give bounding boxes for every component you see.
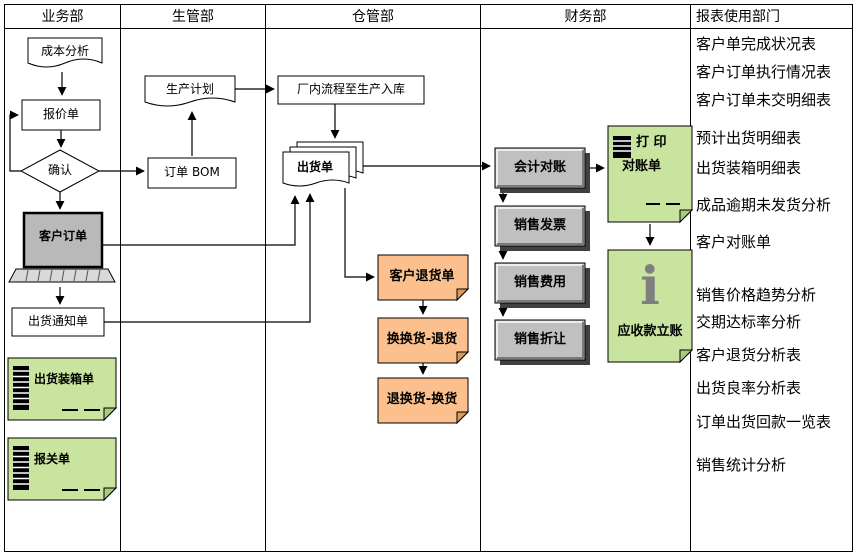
report-item: 客户对账单 [696, 232, 772, 251]
node-print-label-line2: 对账单 [622, 158, 662, 174]
lane-header-business: 业务部 [41, 9, 84, 25]
laptop-keyboard [8, 268, 116, 283]
node-account-recon-box [494, 147, 590, 193]
node-print-label-line1: 打 印 [636, 134, 667, 150]
node-return-exchange-label: 退换货-换货 [386, 392, 458, 408]
report-item: 客户订单未交明细表 [696, 90, 832, 109]
node-customs-note [7, 437, 118, 502]
node-receivable-note [607, 249, 694, 364]
report-item: 出货良率分析表 [696, 378, 802, 397]
node-customer-order-label: 客户订单 [38, 229, 87, 244]
node-confirm-diamond [19, 149, 101, 193]
node-production-plan-shape [144, 75, 236, 107]
node-sales-invoice-label: 销售发票 [513, 217, 566, 233]
node-confirm-label: 确认 [47, 163, 72, 178]
node-packing-list-note [7, 357, 118, 422]
node-shipping-notice-label: 出货通知单 [27, 314, 88, 329]
node-shipping-order-label: 出货单 [296, 160, 333, 175]
report-item: 客户退货分析表 [696, 345, 802, 364]
report-item: 销售价格趋势分析 [696, 285, 817, 304]
node-cost-analysis-shape [27, 37, 103, 68]
node-customs-label: 报关单 [34, 452, 71, 467]
node-order-bom-shape [147, 157, 237, 189]
connector-notice-to-shipping [104, 193, 315, 323]
info-icon: i [640, 256, 660, 317]
node-account-recon-label: 会计对账 [513, 159, 566, 175]
report-item: 出货装箱明细表 [696, 158, 802, 177]
node-order-bom-label: 订单 BOM [164, 165, 220, 180]
lane-grid [4, 4, 853, 552]
node-receivable-label: 应收款立账 [617, 323, 683, 339]
node-customer-return-label: 客户退货单 [389, 269, 455, 285]
lane-header-reports: 报表使用部门 [696, 9, 780, 25]
node-shipping-notice-shape [11, 307, 105, 337]
node-sales-invoice-box [494, 205, 590, 251]
node-production-plan-label: 生产计划 [165, 82, 214, 97]
report-item: 订单出货回款一览表 [696, 412, 832, 431]
node-factory-inbound-shape [277, 75, 425, 105]
report-item: 交期达标率分析 [696, 312, 802, 331]
node-print-statement-note [607, 125, 694, 224]
report-item: 成品逾期未发货分析 [696, 195, 832, 214]
node-cost-analysis-label: 成本分析 [40, 44, 89, 59]
report-item: 预计出货明细表 [696, 128, 802, 147]
lane-header-warehouse: 仓管部 [352, 9, 394, 25]
printer-icon [613, 136, 631, 158]
laptop-keys [25, 269, 101, 282]
node-return-exchange-note [377, 377, 470, 425]
report-item: 客户订单执行情况表 [696, 62, 832, 81]
node-quotation-label: 报价单 [42, 107, 79, 122]
node-customer-return-note [377, 254, 470, 302]
node-sales-expense-box [494, 262, 590, 308]
report-item: 客户单完成状况表 [696, 34, 817, 53]
node-factory-inbound-label: 厂内流程至生产入库 [296, 82, 405, 97]
node-quotation-shape [21, 99, 101, 131]
lane-header-finance: 财务部 [564, 9, 607, 25]
node-sales-allowance-box [494, 319, 590, 365]
node-shipping-order-stack [282, 141, 364, 187]
connector-customer-order-to-shipping [102, 195, 300, 246]
node-exchange-return-note [377, 317, 470, 365]
report-item: 销售统计分析 [696, 455, 787, 474]
node-sales-expense-label: 销售费用 [513, 274, 566, 290]
connector-shipping-to-return [344, 188, 375, 282]
lane-header-production: 生管部 [172, 9, 214, 25]
connectors [9, 72, 655, 375]
node-customer-order-laptop [8, 211, 116, 283]
node-exchange-return-label: 换换货-退货 [386, 332, 458, 348]
connector-confirm-loop-to-quotation [9, 110, 21, 172]
laptop-screen [22, 211, 104, 269]
node-sales-allowance-label: 销售折让 [513, 331, 566, 347]
node-packing-list-label: 出货装箱单 [34, 372, 95, 387]
